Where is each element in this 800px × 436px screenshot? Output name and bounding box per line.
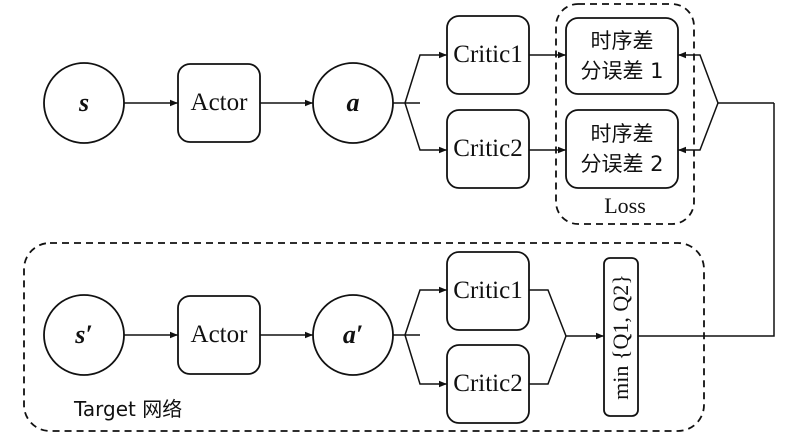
arrow-next-action-to-critic1 [404,286,447,336]
arrow-action-to-critic1 [404,51,447,104]
critic2-label: Critic2 [453,135,523,162]
target-critic1-label: Critic1 [453,277,523,304]
target-actor-label: Actor [190,321,248,348]
td-error-1-label: 时序差 分误差 1 [580,28,664,83]
next-action-label: a′ [342,320,364,350]
target-network-group-border [23,242,705,432]
min-q-label: min {Q1, Q2} [608,274,633,400]
arrow-feedback-to-td2 [678,102,719,154]
target-network-label: Target 网络 [74,396,183,421]
arrow-next-action-to-critic2 [404,334,447,388]
min-q-box [603,257,639,417]
target-critic2-label: Critic2 [453,370,523,397]
critic2-box [446,109,530,189]
loss-label: Loss [604,192,646,218]
state-label: s [78,88,90,118]
arrow-critic1-to-min [529,289,604,340]
arrow-feedback-to-td1 [678,51,774,104]
target-critic1-box [446,251,530,331]
td-error-2-label: 时序差 分误差 2 [580,121,664,176]
action-label: a [346,88,360,118]
loss-group-border [555,3,695,225]
next-state-label: s′ [75,320,93,350]
arrow-action-to-critic2 [404,102,447,154]
critic1-label: Critic1 [453,41,523,68]
arrow-critic2-to-min [529,335,567,385]
actor-label: Actor [190,89,248,116]
line-min-to-feedback [638,103,775,337]
min-q-label-wrap: min {Q1, Q2} [604,258,638,416]
